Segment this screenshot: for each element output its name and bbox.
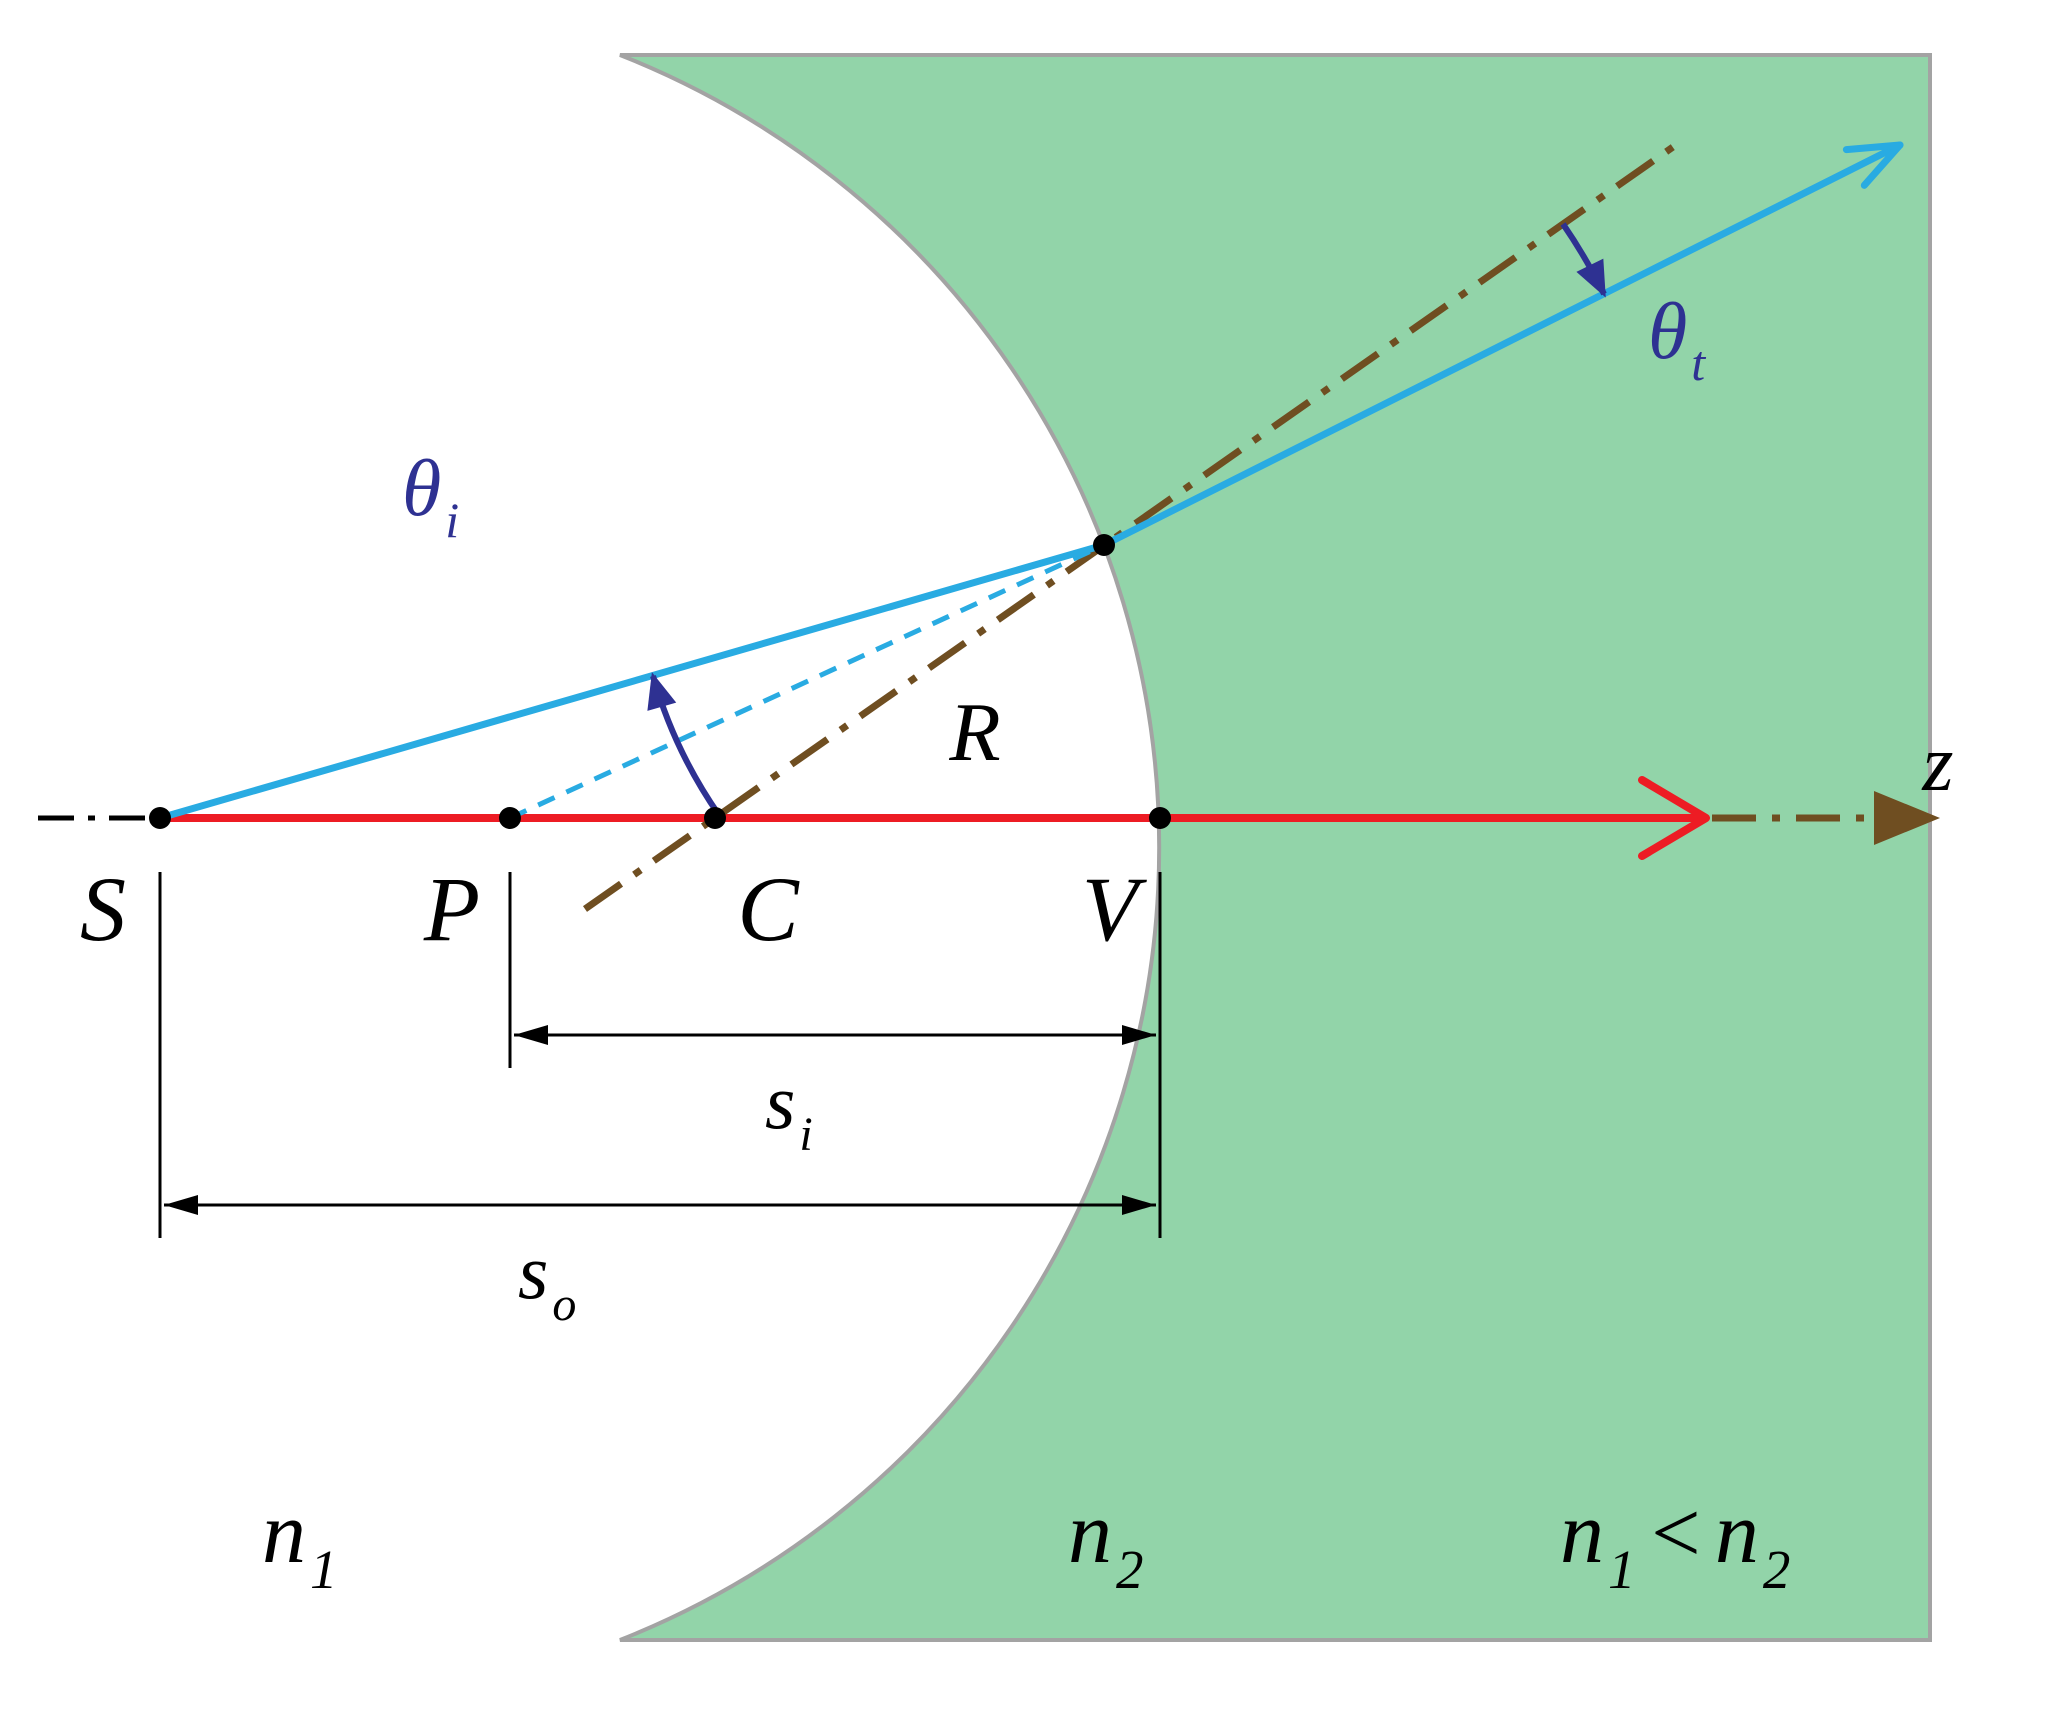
label-V: V <box>1082 858 1148 960</box>
label-theta-t: θt <box>1648 288 1706 391</box>
theta-t-arc <box>1560 222 1607 298</box>
point-incidence <box>1093 534 1115 556</box>
label-index-relation: n1<n2 <box>1560 1485 1790 1600</box>
label-so: so <box>518 1228 576 1331</box>
refracted-ray <box>1100 141 1904 549</box>
z-axis-arrowhead <box>1874 791 1940 845</box>
point-C <box>704 807 726 829</box>
medium-n2-region <box>619 53 1932 1642</box>
label-R: R <box>948 686 1000 779</box>
normal-line <box>582 137 1686 912</box>
label-z: z <box>1921 720 1953 808</box>
incident-ray <box>156 541 1108 822</box>
point-V <box>1149 807 1171 829</box>
label-C: C <box>737 858 800 960</box>
label-S: S <box>80 858 126 960</box>
label-P: P <box>423 858 480 960</box>
point-P <box>499 807 521 829</box>
point-S <box>149 807 171 829</box>
label-theta-i: θi <box>402 445 459 548</box>
theta-i-arc <box>647 672 722 817</box>
label-n2: n2 <box>1068 1485 1144 1600</box>
optical-axis-arrowhead <box>1638 776 1710 860</box>
ray-back-extension <box>508 542 1106 821</box>
label-si: si <box>765 1058 813 1161</box>
label-n1: n1 <box>262 1485 338 1600</box>
